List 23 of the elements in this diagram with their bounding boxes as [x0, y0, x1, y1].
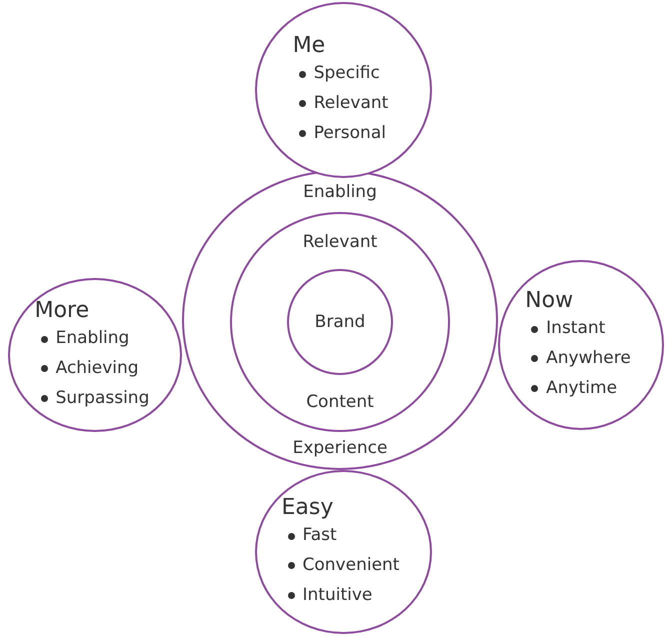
bullet-item: Personal — [314, 122, 386, 145]
bullet-item: Instant — [546, 317, 606, 340]
ring-label: Experience — [292, 438, 388, 458]
bubble-heading: Me — [292, 32, 326, 60]
bullet-item: Anywhere — [546, 346, 631, 370]
core-label: Brand — [314, 312, 366, 332]
core-circle — [287, 269, 393, 375]
ring-label: Enabling — [303, 182, 377, 202]
ring-label: Content — [306, 392, 374, 412]
bullet-item: Surpassing — [56, 386, 150, 410]
bullet-item: Achieving — [56, 356, 139, 380]
bullet-item: Relevant — [314, 92, 388, 115]
bullet-item: Fast — [302, 524, 337, 548]
ring-label: Relevant — [302, 232, 378, 252]
bullet-item: Anytime — [546, 376, 618, 400]
bullet-item: Convenient — [302, 554, 400, 577]
bullet-item: Enabling — [56, 327, 130, 350]
bubble-heading: More — [34, 296, 90, 324]
bubble-heading: Easy — [282, 494, 334, 522]
bullet-item: Intuitive — [302, 584, 372, 607]
bullet-item: Specific — [314, 62, 380, 86]
ring-circle — [230, 212, 450, 432]
bubble-heading: Now — [525, 286, 574, 314]
